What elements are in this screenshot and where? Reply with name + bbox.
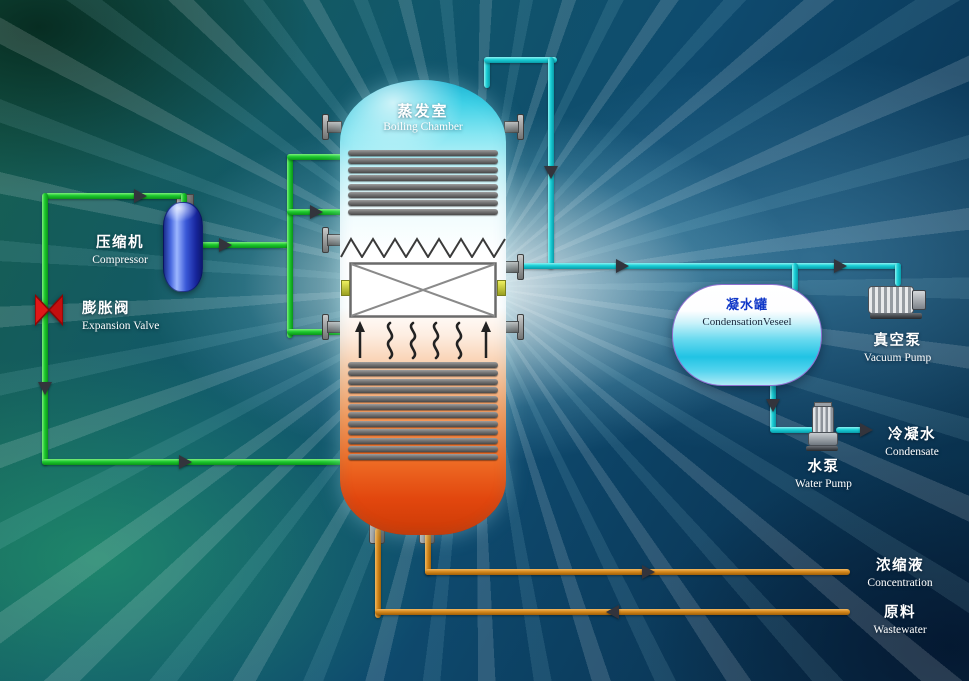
condensate-label: 冷凝水 Condensate	[885, 427, 939, 458]
vessel-flange	[504, 314, 524, 340]
coil-tube	[348, 395, 498, 402]
rising-steam-arrows	[355, 321, 491, 360]
coil-tube	[348, 454, 498, 461]
pipe-cyan-condensate-out	[836, 427, 868, 433]
coil-tube	[348, 158, 498, 165]
boiling-chamber-vessel: 蒸发室 Boiling Chamber	[340, 80, 506, 535]
vessel-flange	[504, 114, 524, 140]
flow-arrow	[179, 455, 192, 469]
pipe-green-compressor-discharge	[200, 242, 293, 248]
coil-tube	[348, 412, 498, 419]
flow-arrow	[310, 205, 323, 219]
box-support-right	[497, 280, 506, 296]
water-pump-icon	[806, 402, 840, 452]
flow-arrow	[544, 166, 558, 179]
pipe-green-vessel-stub-top	[287, 154, 343, 160]
coil-tube	[348, 370, 498, 377]
coil-tube	[348, 166, 498, 173]
pipe-green-vessel-stub-low	[287, 329, 343, 335]
heating-coil-top	[348, 150, 498, 217]
coil-tube	[348, 378, 498, 385]
wastewater-label: 原料 Wastewater	[873, 605, 927, 636]
concentration-label: 浓缩液 Concentration	[867, 558, 933, 589]
water-pump-base	[806, 446, 838, 451]
pipe-orange-concentrate-drop	[425, 528, 431, 575]
vacuum-pump-icon	[868, 280, 928, 320]
compressor-label: 压缩机 Compressor	[92, 235, 148, 266]
boiling-chamber-label-en: Boiling Chamber	[383, 121, 463, 133]
coil-tube	[348, 200, 498, 207]
pipe-cyan-pump-suction	[770, 427, 814, 433]
flow-arrow	[834, 259, 847, 273]
flow-arrow	[642, 565, 655, 579]
pipe-green-compressor-inlet-stub	[181, 193, 187, 207]
pipe-cyan-dome-stub	[484, 57, 490, 88]
pipe-green-compressor-suction	[45, 193, 184, 199]
pipe-cyan-dome-top	[484, 57, 557, 63]
pipe-green-expansion-line	[42, 193, 48, 465]
flow-arrow	[860, 423, 873, 437]
flow-arrow	[616, 259, 629, 273]
coil-tube	[348, 387, 498, 394]
pipe-green-return-bottom	[42, 459, 342, 465]
heating-coil-bottom	[348, 362, 498, 463]
vessel-flange	[322, 114, 342, 140]
vacuum-pump-motor	[868, 286, 914, 314]
water-pump-volute	[808, 432, 838, 446]
flow-arrow	[38, 382, 52, 395]
vacuum-pump-base	[870, 313, 922, 319]
coil-tube	[348, 183, 498, 190]
mist-eliminator-box	[349, 262, 497, 318]
coil-tube	[348, 150, 498, 156]
flow-arrow	[134, 189, 147, 203]
coil-tube	[348, 420, 498, 427]
vessel-flange	[504, 254, 524, 280]
coil-tube	[348, 208, 498, 215]
coil-tube	[348, 175, 498, 182]
condensation-vessel-label-en: CondensationVeseel	[702, 316, 792, 328]
pipe-green-vessel-riser	[287, 154, 293, 338]
flow-arrow	[606, 605, 619, 619]
condensation-vessel-label-zh: 凝水罐	[725, 297, 768, 312]
pipe-cyan-vacuum-pump-inlet	[895, 263, 901, 286]
boiling-chamber-label-zh: 蒸发室	[397, 104, 449, 120]
expansion-valve-label: 膨胀阀 Expansion Valve	[82, 301, 160, 332]
coil-tube	[348, 403, 498, 410]
condensation-vessel: 凝水罐 CondensationVeseel	[672, 284, 822, 386]
pipe-cyan-downcomer	[548, 57, 554, 269]
pipe-orange-feed-riser	[375, 528, 381, 618]
coil-tube	[348, 191, 498, 198]
coil-tube	[348, 362, 498, 368]
demister-zigzag	[340, 237, 506, 258]
vessel-flange	[322, 314, 342, 340]
box-support-left	[341, 280, 350, 296]
compressor-body	[163, 202, 203, 292]
water-pump-motor	[812, 406, 834, 434]
vessel-flange	[322, 227, 342, 253]
pipe-cyan-main-header	[502, 263, 901, 269]
flow-arrow	[219, 238, 232, 252]
flow-arrow	[766, 399, 780, 412]
expansion-valve-icon	[35, 294, 63, 326]
vacuum-pump-endcap	[912, 290, 926, 310]
pipe-cyan-condenser-inlet	[792, 263, 798, 292]
coil-tube	[348, 445, 498, 452]
coil-tube	[348, 437, 498, 444]
pipe-orange-concentrate-run	[425, 569, 850, 575]
water-pump-label: 水泵 Water Pump	[795, 459, 852, 490]
coil-tube	[348, 429, 498, 436]
vacuum-pump-label: 真空泵 Vacuum Pump	[863, 333, 932, 364]
